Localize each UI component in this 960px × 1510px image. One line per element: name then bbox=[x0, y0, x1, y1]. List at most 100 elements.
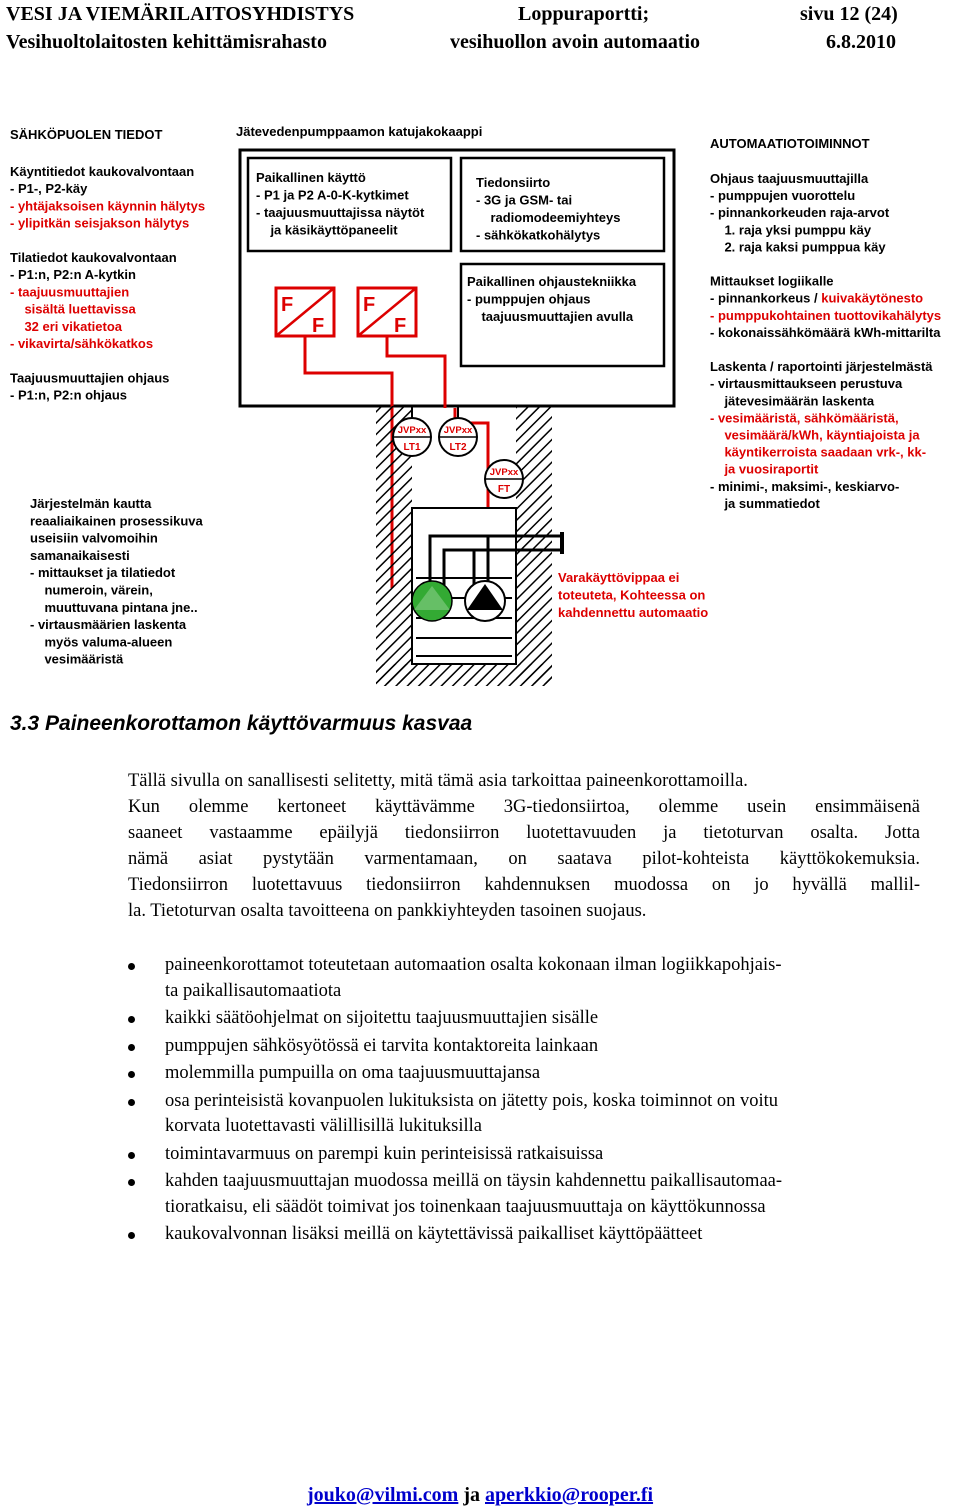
bullet-line: kaukovalvonnan lisäksi meillä on käytett… bbox=[165, 1224, 703, 1244]
bullet-line: paineenkorottamot toteutetaan automaatio… bbox=[165, 955, 782, 975]
automation-line: - minimi-, maksimi-, keskiarvo- bbox=[710, 479, 899, 494]
bullet-icon bbox=[128, 1043, 135, 1051]
paragraph-line: saaneet vastaamme epäilyjä tiedonsiirron… bbox=[128, 823, 920, 843]
automation-line: - pumppujen vuorottelu bbox=[710, 188, 855, 203]
automation-line: - virtausmittaukseen perustuva bbox=[710, 376, 903, 391]
paragraph-line: la. Tietoturvan osalta tavoitteena on pa… bbox=[128, 901, 647, 921]
pump-2-icon bbox=[464, 580, 506, 622]
box-control bbox=[459, 262, 666, 368]
electrical-info-line: - vikavirta/sähkökatkos bbox=[10, 336, 153, 351]
automation-line: jätevesimäärän laskenta bbox=[710, 393, 875, 408]
backup-note-line: Varakäyttövippaa ei bbox=[558, 570, 679, 585]
email-link-2[interactable]: aperkkio@rooper.fi bbox=[485, 1484, 654, 1506]
box-local-line: - taajuusmuuttajissa näytöt bbox=[256, 205, 425, 220]
email-link-1[interactable]: jouko@vilmi.com bbox=[306, 1484, 459, 1506]
box-transfer-line: - sähkökatkohälytys bbox=[476, 228, 600, 243]
process-view-line: myös valuma-alueen bbox=[30, 634, 172, 649]
automation-line: ja summatiedot bbox=[710, 496, 820, 511]
bullet-item: kaikki säätöohjelmat on sijoitettu taaju… bbox=[0, 1006, 960, 1032]
box-control-line: - pumppujen ohjaus bbox=[467, 292, 591, 307]
automation-line: ja vuosiraportit bbox=[710, 462, 819, 477]
bullet-line: toimintavarmuus on parempi kuin perintei… bbox=[165, 1143, 604, 1164]
bullet-icon bbox=[128, 1098, 135, 1106]
electrical-info-line: Käyntitiedot kaukovalvontaan bbox=[10, 164, 194, 179]
process-view-line: useisiin valvomoihin bbox=[30, 531, 158, 546]
footer: jouko@vilmi.com ja aperkkio@rooper.fi bbox=[0, 1484, 960, 1507]
wire-p2 bbox=[385, 336, 447, 408]
automation-line: - kokonaissähkömäärä kWh-mittarilta bbox=[710, 325, 941, 340]
bullet-icon bbox=[128, 963, 135, 970]
electrical-info-line: sisältä luettavissa bbox=[10, 302, 137, 317]
box-control-line: taajuusmuuttajien avulla bbox=[467, 309, 634, 324]
header-page: sivu 12 (24) bbox=[800, 3, 898, 25]
frequency-converter-2-icon: F F bbox=[356, 286, 418, 338]
left-title: SÄHKÖPUOLEN TIEDOT bbox=[10, 127, 162, 142]
automation-functions-list: Ohjaus taajuusmuuttajilla - pumppujen vuo… bbox=[710, 171, 941, 511]
electrical-info-line: Tilatiedot kaukovalvontaan bbox=[10, 250, 177, 265]
automation-line: Laskenta / raportointi järjestelmästä bbox=[710, 359, 933, 374]
electrical-info-line: Taajuusmuuttajien ohjaus bbox=[10, 370, 169, 385]
paragraph-line: Tällä sivulla on sanallisesti selitetty,… bbox=[128, 771, 748, 791]
automation-line: Mittaukset logiikalle bbox=[710, 274, 834, 289]
box-control-text: Paikallinen ohjaustekniikka - pumppujen o… bbox=[467, 274, 637, 324]
bullet-line: pumppujen sähkösyötössä ei tarvita konta… bbox=[165, 1035, 599, 1056]
bullet-item: toimintavarmuus on parempi kuin perintei… bbox=[0, 1142, 960, 1168]
box-control-line: Paikallinen ohjaustekniikka bbox=[467, 274, 637, 289]
sensor-label: LT1 bbox=[403, 442, 420, 453]
pump-station-diagram: SÄHKÖPUOLEN TIEDOT Käyntitiedot kaukoval… bbox=[10, 124, 941, 686]
process-view-line: - mittaukset ja tilatiedot bbox=[30, 565, 176, 580]
electrical-info-line: - P1:n, P2:n ohjaus bbox=[10, 388, 127, 403]
electrical-info-line: - P1:n, P2:n A-kytkin bbox=[10, 267, 136, 282]
paragraph-line: Tiedonsiirron luotettavuus tiedonsiirron… bbox=[128, 875, 920, 895]
section-paragraph: Tällä sivulla on sanallisesti selitetty,… bbox=[128, 768, 920, 924]
process-view-line: vesimääristä bbox=[30, 652, 124, 667]
electrical-info-list: Käyntitiedot kaukovalvontaan- P1-, P2-kä… bbox=[10, 164, 205, 403]
bullet-list: paineenkorottamot toteutetaan automaatio… bbox=[0, 953, 960, 1250]
header-fund: Vesihuoltolaitosten kehittämisrahasto bbox=[6, 31, 327, 53]
automation-line: 2. raja kaksi pumppua käy bbox=[710, 239, 886, 254]
automation-line: - pinnankorkeus / kuivakäytönesto bbox=[710, 291, 923, 306]
process-view-line: samanaikaisesti bbox=[30, 548, 130, 563]
automation-line: käyntikerroista saadaan vrk-, kk- bbox=[710, 445, 926, 460]
sensor-label: LT2 bbox=[449, 442, 466, 453]
section-heading: 3.3 Paineenkorottamon käyttövarmuus kasv… bbox=[10, 712, 473, 735]
bullet-item: kaukovalvonnan lisäksi meillä on käytett… bbox=[0, 1222, 960, 1248]
header-org: VESI JA VIEMÄRILAITOSYHDISTYS bbox=[6, 3, 355, 25]
right-title: AUTOMAATIOTOIMINNOT bbox=[710, 136, 870, 151]
bullet-item: kahden taajuusmuuttajan muodossa meillä … bbox=[0, 1169, 960, 1220]
automation-line: Ohjaus taajuusmuuttajilla bbox=[710, 171, 869, 186]
ground-right bbox=[516, 406, 552, 684]
header-report: Loppuraportti; bbox=[518, 3, 650, 25]
pump-1-icon bbox=[411, 580, 453, 622]
box-transfer-line: - 3G ja GSM- tai bbox=[476, 193, 572, 208]
header-date: 6.8.2010 bbox=[826, 31, 896, 53]
bullet-item: pumppujen sähkösyötössä ei tarvita konta… bbox=[0, 1034, 960, 1060]
bullet-line: korvata luotettavasti välillisillä lukit… bbox=[165, 1116, 483, 1136]
bullet-icon bbox=[128, 1232, 135, 1239]
backup-note-line: kahdennettu automaatio bbox=[558, 605, 708, 620]
automation-line: - vesimääristä, sähkömääristä, bbox=[710, 410, 899, 425]
automation-line: 1. raja yksi pumppu käy bbox=[710, 222, 872, 237]
bullet-line: tioratkaisu, eli säädöt toimivat jos toi… bbox=[165, 1196, 766, 1217]
svg-text:F: F bbox=[394, 315, 406, 337]
bullet-icon bbox=[128, 1016, 135, 1023]
process-view-line: muuttuvana pintana jne.. bbox=[30, 600, 198, 615]
bullet-line: osa perinteisistä kovanpuolen lukituksis… bbox=[165, 1090, 779, 1111]
bullet-item: osa perinteisistä kovanpuolen lukituksis… bbox=[0, 1089, 960, 1140]
process-view-line: reaaliaikainen prosessikuva bbox=[30, 513, 203, 528]
box-local bbox=[246, 156, 453, 253]
bullet-line: kaikki säätöohjelmat on sijoitettu taaju… bbox=[165, 1008, 599, 1028]
frequency-converter-1-icon: F F bbox=[274, 286, 336, 338]
bullet-icon bbox=[128, 1151, 135, 1159]
footer-joiner: ja bbox=[463, 1484, 480, 1506]
bullet-line: kahden taajuusmuuttajan muodossa meillä … bbox=[165, 1171, 783, 1191]
box-transfer-line: Tiedonsiirto bbox=[476, 175, 550, 190]
electrical-info-line: - taajuusmuuttajien bbox=[10, 284, 129, 299]
cabinet-title: Jätevedenpumppaamon katujakokaappi bbox=[236, 124, 482, 139]
bullet-icon bbox=[128, 1179, 135, 1186]
electrical-info-line: 32 eri vikatietoa bbox=[10, 319, 123, 334]
